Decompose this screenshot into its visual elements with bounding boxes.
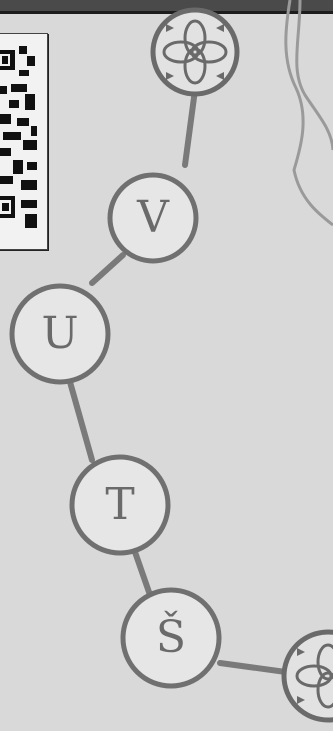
qr-code-icon <box>0 34 47 249</box>
connector-line <box>70 90 293 673</box>
path-letter-s-caron: Š <box>141 608 201 668</box>
path-letter-u: U <box>30 304 90 364</box>
qr-code-card[interactable] <box>0 33 48 250</box>
path-letter-v: V <box>123 188 183 248</box>
knot-emblem-icon <box>284 632 333 720</box>
path-letter-t: T <box>90 475 150 535</box>
knot-emblem-icon <box>153 10 237 94</box>
decorative-border-curve <box>286 0 333 225</box>
